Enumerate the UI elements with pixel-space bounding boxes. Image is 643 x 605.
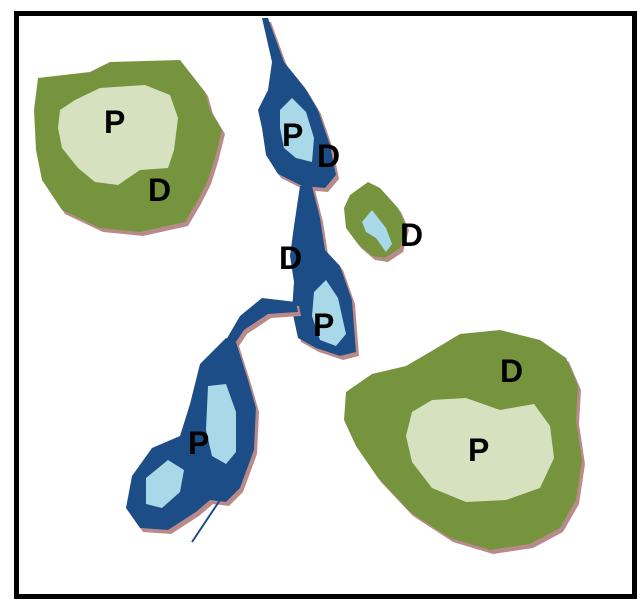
- middle-center-pool-label: P: [313, 307, 334, 343]
- middle-center-pool-area: [312, 280, 346, 346]
- connecting-channel: [226, 298, 298, 342]
- bottom-right-pool-area: [406, 398, 554, 502]
- lower-left-pool-area-lower: [146, 460, 184, 508]
- bottom-right-pool-label: P: [468, 432, 489, 468]
- bottom-right-drainage-label: D: [500, 353, 523, 389]
- small-center-pool-area: [362, 210, 392, 252]
- lower-left-pool-label: P: [188, 425, 209, 461]
- top-left-region: [34, 60, 222, 232]
- small-center-drainage-label: D: [400, 217, 423, 253]
- lower-left-pool-area-upper: [206, 384, 236, 464]
- middle-center-drainage-label: D: [279, 240, 302, 276]
- top-left-drainage-label: D: [148, 172, 171, 208]
- bottom-right-region: [344, 330, 582, 550]
- top-left-pool-label: P: [104, 104, 125, 140]
- middle-center-region: [290, 186, 356, 356]
- top-center-drainage-label: D: [317, 138, 340, 174]
- top-center-pool-area: [280, 98, 314, 162]
- outflow-line: [191, 499, 221, 543]
- top-left-pool-area: [58, 85, 178, 185]
- top-center-pool-label: P: [282, 117, 303, 153]
- small-center-region: [344, 182, 406, 258]
- top-center-region: [258, 18, 336, 188]
- lower-left-region: [126, 298, 298, 530]
